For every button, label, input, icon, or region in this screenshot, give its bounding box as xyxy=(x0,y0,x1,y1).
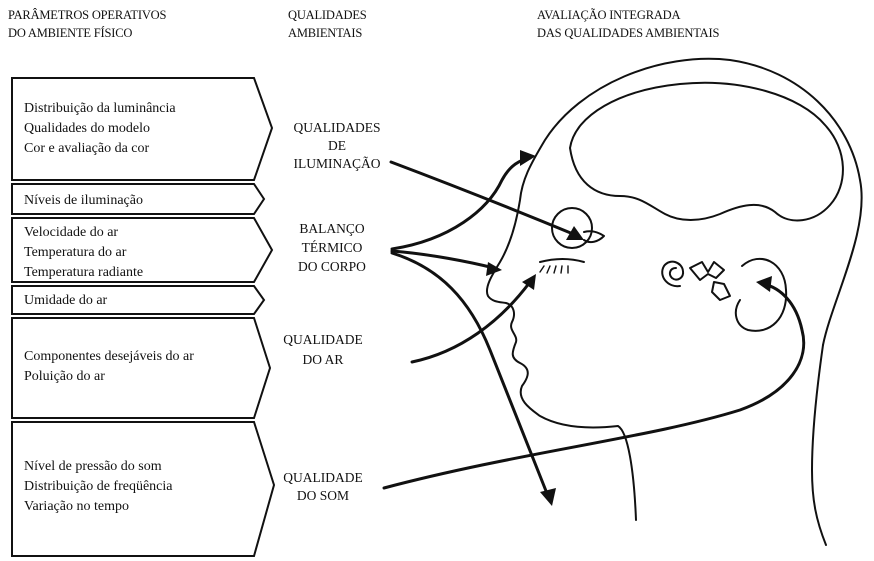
param-1-line-1: Distribuição da luminância xyxy=(24,101,176,116)
arrow-lighting-to-eye xyxy=(389,160,580,238)
parameter-box-3-shape xyxy=(11,217,274,283)
arrow-thermal-cheek xyxy=(390,249,496,270)
header-quals-line-2: AMBIENTAIS xyxy=(288,26,363,40)
quality-label-lighting: QUALIDADES DE ILUMINAÇÃO xyxy=(294,120,381,171)
parameter-box-illumination-levels: Níveis de iluminação xyxy=(11,183,266,215)
quality-sound-line-1: QUALIDADE xyxy=(283,470,362,485)
param-5-line-1: Componentes desejáveis do ar xyxy=(24,349,194,364)
quality-label-sound: QUALIDADE DO SOM xyxy=(283,470,362,503)
arrow-air-to-nose xyxy=(410,280,532,364)
parameter-box-4-shape xyxy=(11,285,266,315)
header-quals-line-1: QUALIDADES xyxy=(288,8,367,22)
arrow-sound-head xyxy=(756,276,772,292)
quality-lighting-line-3: ILUMINAÇÃO xyxy=(294,156,381,171)
parameter-box-6-shape xyxy=(11,421,276,557)
param-1-line-2: Qualidades do modelo xyxy=(24,121,150,136)
outer-ear-icon xyxy=(734,257,788,332)
header-eval-line-1: AVALIAÇÃO INTEGRADA xyxy=(537,8,681,22)
header-integrated-evaluation: AVALIAÇÃO INTEGRADA DAS QUALIDADES AMBIE… xyxy=(537,6,719,42)
quality-thermal-line-2: TÉRMICO xyxy=(302,240,363,255)
parameter-box-thermal: Velocidade do ar Temperatura do ar Tempe… xyxy=(11,217,274,283)
arrow-thermal-up xyxy=(390,156,532,251)
header-params-line-2: DO AMBIENTE FÍSICO xyxy=(8,26,133,40)
arrow-thermal-cheek-head xyxy=(486,262,502,276)
param-1-line-3: Cor e avaliação da cor xyxy=(24,141,149,156)
param-6-line-2: Distribuição de freqüência xyxy=(24,479,173,494)
arrow-air-head xyxy=(522,274,536,290)
arrow-thermal-neck-head xyxy=(540,488,556,506)
parameter-box-2-shape xyxy=(11,183,266,215)
parameter-box-lighting-quality: Distribuição da luminância Qualidades do… xyxy=(11,77,274,181)
parameter-box-sound: Nível de pressão do som Distribuição de … xyxy=(11,421,276,557)
eye-icon xyxy=(551,207,593,249)
param-6-line-1: Nível de pressão do som xyxy=(24,459,162,474)
neck-back-outline xyxy=(811,344,827,546)
arrow-lighting-head xyxy=(566,226,584,240)
param-2-line-1: Níveis de iluminação xyxy=(24,193,143,208)
eye-pupil-icon xyxy=(583,230,605,244)
quality-lighting-line-2: DE xyxy=(328,138,346,153)
arrow-thermal-neck xyxy=(390,251,550,498)
quality-air-line-2: DO AR xyxy=(303,352,344,367)
ear-canal-icon xyxy=(711,281,731,301)
param-3-line-2: Temperatura do ar xyxy=(24,245,127,260)
arrow-sound-to-ear xyxy=(382,282,806,490)
quality-sound-line-2: DO SOM xyxy=(297,488,349,503)
ear-bones-icon xyxy=(689,261,725,281)
arrow-thermal-up-head xyxy=(520,150,536,166)
header-params-line-1: PARÂMETROS OPERATIVOS xyxy=(8,8,167,22)
brain-icon xyxy=(569,81,844,222)
quality-lighting-line-1: QUALIDADES xyxy=(294,120,381,135)
param-5-line-2: Poluição do ar xyxy=(24,369,105,384)
head-illustration xyxy=(486,57,863,546)
param-3-line-1: Velocidade do ar xyxy=(24,225,118,240)
header-environmental-qualities: QUALIDADES AMBIENTAIS xyxy=(288,6,367,42)
header-eval-line-2: DAS QUALIDADES AMBIENTAIS xyxy=(537,26,720,40)
param-6-line-3: Variação no tempo xyxy=(24,499,129,514)
ear-cochlea-icon xyxy=(661,260,685,288)
eyelashes-icon xyxy=(539,265,569,274)
header-operative-parameters: PARÂMETROS OPERATIVOS DO AMBIENTE FÍSICO xyxy=(8,6,166,42)
quality-thermal-line-3: DO CORPO xyxy=(298,259,366,274)
head-profile-outline xyxy=(486,57,863,521)
quality-label-air: QUALIDADE DO AR xyxy=(283,332,362,367)
eyelash-icon xyxy=(539,258,585,263)
parameter-box-air-quality: Componentes desejáveis do ar Poluição do… xyxy=(11,317,272,419)
parameter-box-5-shape xyxy=(11,317,272,419)
parameter-box-air-humidity: Umidade do ar xyxy=(11,285,266,315)
parameter-box-1-shape xyxy=(11,77,274,181)
quality-label-thermal-balance: BALANÇO TÉRMICO DO CORPO xyxy=(298,221,366,274)
param-4-line-1: Umidade do ar xyxy=(24,293,108,308)
sensory-arrows xyxy=(382,150,806,506)
quality-thermal-line-1: BALANÇO xyxy=(299,221,365,236)
param-3-line-3: Temperatura radiante xyxy=(24,265,143,280)
quality-air-line-1: QUALIDADE xyxy=(283,332,362,347)
